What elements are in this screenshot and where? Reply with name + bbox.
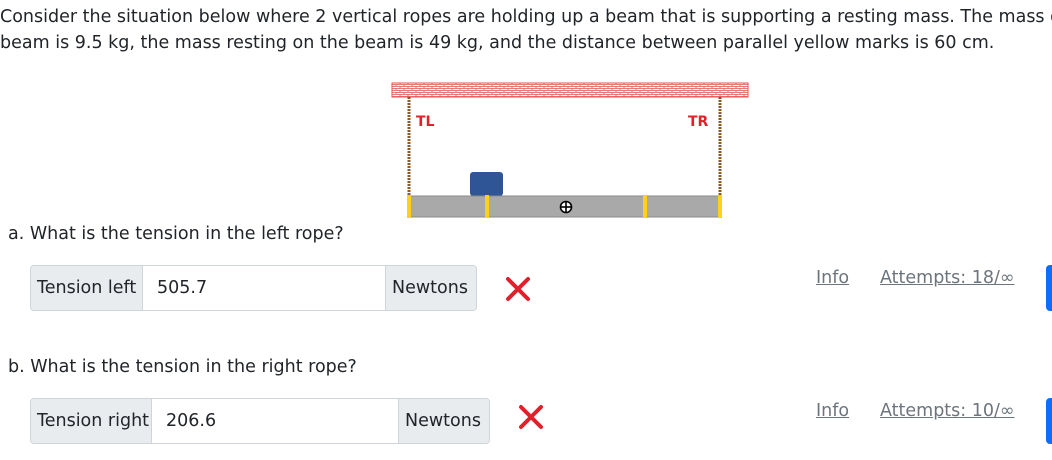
problem-line-2: beam is 9.5 kg, the mass resting on the … [0,33,995,53]
submit-button-b[interactable] [1046,398,1052,444]
tension-left-input-group: Tension left 505.7 Newtons [30,265,477,311]
problem-line-1: Consider the situation below where 2 ver… [0,7,1052,27]
tension-left-input[interactable]: 505.7 [143,266,385,310]
tension-right-input[interactable]: 206.6 [152,399,398,443]
units-label-b: Newtons [398,399,489,443]
label-tr: TR [688,114,709,130]
label-tl: TL [416,114,435,130]
question-b-prompt: b. What is the tension in the right rope… [8,357,357,377]
problem-statement: Consider the situation below where 2 ver… [0,4,1052,56]
submit-button-a[interactable] [1046,265,1052,311]
units-label-a: Newtons [385,266,476,310]
center-of-mass-icon [559,200,573,214]
info-link-a[interactable]: Info [816,268,850,288]
tension-left-label: Tension left [31,266,143,310]
attempts-link-a[interactable]: Attempts: 18/∞ [880,268,1015,288]
tension-right-input-group: Tension right 206.6 Newtons [30,398,490,444]
yellow-mark [718,195,722,218]
ceiling [391,82,749,98]
yellow-mark [407,195,411,218]
yellow-mark [485,195,489,218]
resting-mass [470,172,503,196]
attempts-link-b[interactable]: Attempts: 10/∞ [880,401,1015,421]
info-link-b[interactable]: Info [816,401,850,421]
tension-right-label: Tension right [31,399,152,443]
red-x-icon [519,405,543,429]
yellow-mark [643,195,647,218]
red-x-icon [506,277,530,301]
beam-diagram: TL TR [391,82,749,218]
question-a-prompt: a. What is the tension in the left rope? [8,224,344,244]
